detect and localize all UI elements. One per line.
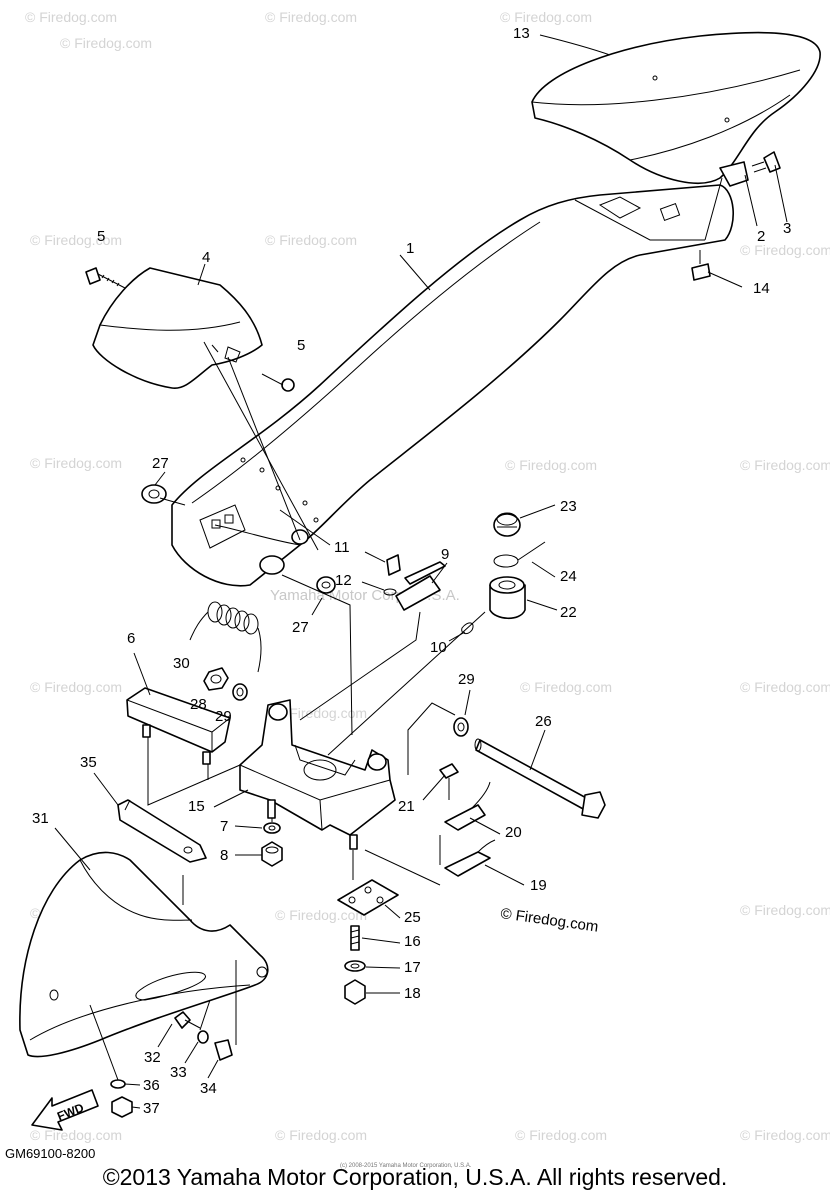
watermark: © Firedog.com: [265, 9, 357, 25]
diagram-credit: © Firedog.com: [499, 905, 599, 936]
part-4-front-cover: [92, 267, 263, 389]
part-28-29-washers: [203, 667, 469, 737]
watermark: © Firedog.com: [25, 9, 117, 25]
part-9-12-linkage: [383, 554, 474, 635]
callout-28: 28: [190, 696, 207, 713]
callout-8: 8: [220, 847, 228, 864]
callout-10: 10: [430, 639, 447, 656]
watermark: © Firedog.com: [265, 232, 357, 248]
part-5-screws: [85, 267, 295, 392]
callout-2: 2: [757, 228, 765, 245]
callout-11: 11: [334, 539, 350, 556]
watermark: © Firedog.com: [740, 242, 830, 258]
part-30-spring: [189, 601, 262, 673]
callout-32: 32: [144, 1049, 161, 1066]
callout-12: 12: [335, 572, 352, 589]
callout-37: 37: [143, 1100, 160, 1117]
callout-19: 19: [530, 877, 547, 894]
watermark: © Firedog.com: [275, 705, 367, 721]
callout-5: 5: [97, 228, 105, 245]
watermark: © Firedog.com: [275, 1127, 367, 1143]
callout-25: 25: [404, 909, 421, 926]
part-13-rear-cover: [531, 31, 821, 184]
callout-17: 17: [404, 959, 421, 976]
watermark: © Firedog.com: [740, 902, 830, 918]
fwd-arrow: FWD: [31, 1089, 99, 1131]
callout-26: 26: [535, 713, 552, 730]
callout-1: 1: [406, 240, 414, 257]
watermark: © Firedog.com: [60, 35, 152, 51]
callout-14: 14: [753, 280, 770, 297]
callout-numbers: 1 2 3 4 5 5 6 7 8 9 10 11 12 13 14 15 16…: [32, 25, 791, 1117]
callout-leaders: [54, 34, 788, 1109]
watermark: © Firedog.com: [740, 1127, 830, 1143]
watermark: © Firedog.com: [30, 1127, 122, 1143]
callout-20: 20: [505, 824, 522, 841]
watermark: © Firedog.com: [515, 1127, 607, 1143]
watermark: © Firedog.com: [500, 9, 592, 25]
callout-5: 5: [297, 337, 305, 354]
callout-31: 31: [32, 810, 49, 827]
copyright-line: ©2013 Yamaha Motor Corporation, U.S.A. A…: [102, 1164, 728, 1190]
callout-4: 4: [202, 249, 210, 266]
watermark: © Firedog.com: [30, 455, 122, 471]
callout-36: 36: [143, 1077, 160, 1094]
callout-9: 9: [441, 546, 449, 563]
callout-33: 33: [170, 1064, 187, 1081]
callout-21: 21: [398, 798, 415, 815]
part-26-pivot-bolt: [474, 738, 606, 819]
callout-30: 30: [173, 655, 190, 672]
callout-16: 16: [404, 933, 421, 950]
part-31-front-cover: [19, 851, 269, 1058]
part-1-steering-frame: [171, 184, 735, 587]
part-15-bracket: [239, 699, 396, 850]
part-35-bracket: [117, 799, 207, 863]
callout-3: 3: [783, 220, 791, 237]
callout-23: 23: [560, 498, 577, 515]
callout-18: 18: [404, 985, 421, 1002]
watermark: © Firedog.com: [505, 457, 597, 473]
callout-7: 7: [220, 818, 228, 835]
callout-29: 29: [458, 671, 475, 688]
callout-24: 24: [560, 568, 577, 585]
part-19-20-21-plates: [439, 763, 496, 877]
watermark: © Firedog.com: [30, 232, 122, 248]
tiny-credit: (c) 2008-2015 Yamaha Motor Corporation, …: [340, 1163, 472, 1169]
callout-29: 29: [215, 708, 232, 725]
part-code: GM69100-8200: [5, 1146, 96, 1161]
callout-27: 27: [152, 455, 169, 472]
watermark: © Firedog.com: [740, 457, 830, 473]
part-16-18-25-hardware: [337, 879, 399, 1005]
callout-34: 34: [200, 1080, 217, 1097]
callout-35: 35: [80, 754, 97, 771]
part-6-stopper: [126, 687, 231, 765]
callout-6: 6: [127, 630, 135, 647]
callout-27: 27: [292, 619, 309, 636]
part-32-37-fasteners: [110, 1011, 233, 1118]
part-22-23-24-bushings: [489, 512, 546, 620]
watermark: © Firedog.com: [275, 907, 367, 923]
watermark: © Firedog.com: [740, 679, 830, 695]
part-2-3-14-fasteners: [691, 151, 781, 281]
callout-13: 13: [513, 25, 530, 42]
watermark: © Firedog.com: [520, 679, 612, 695]
part-7-8-nut-washer: [261, 822, 283, 867]
callout-15: 15: [188, 798, 205, 815]
callout-22: 22: [560, 604, 577, 621]
watermark: © Firedog.com: [30, 679, 122, 695]
